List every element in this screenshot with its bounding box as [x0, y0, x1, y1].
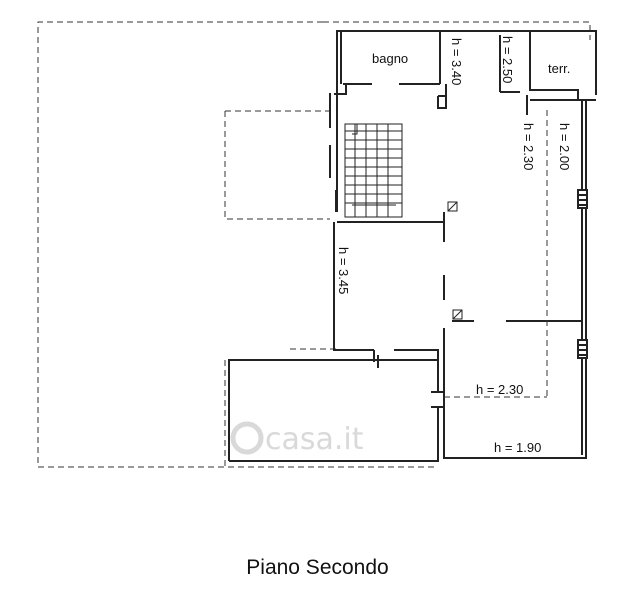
room-label-terr: terr.: [548, 61, 570, 76]
height-label-340: h = 3.40: [449, 38, 464, 85]
height-label-190: h = 1.90: [494, 440, 541, 455]
staircase: [344, 123, 403, 218]
height-label-230-top: h = 2.30: [521, 123, 536, 170]
watermark-text: casa.it: [265, 422, 364, 457]
height-label-250: h = 2.50: [500, 36, 515, 83]
walls: [228, 30, 597, 462]
flue-icon: [447, 201, 458, 212]
ceiling-lines: [444, 110, 548, 398]
watermark: casa.it: [230, 421, 364, 457]
height-label-200: h = 2.00: [557, 123, 572, 170]
flue-icon: [452, 309, 463, 320]
flue-icons: [447, 201, 463, 320]
watermark-logo-icon: [230, 421, 264, 455]
dashed-outline: [37, 21, 591, 468]
height-label-230-low: h = 2.30: [476, 382, 523, 397]
floor-caption: Piano Secondo: [246, 556, 389, 579]
room-label-bagno: bagno: [372, 51, 408, 66]
height-label-345: h = 3.45: [336, 247, 351, 294]
